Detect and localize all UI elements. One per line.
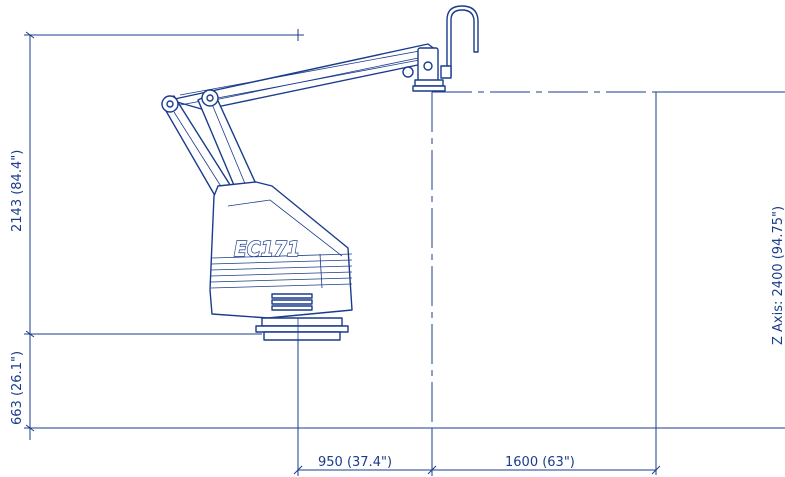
bottom-dimension-lines xyxy=(293,340,661,476)
work-envelope xyxy=(431,91,785,475)
robot-arm: EC171 xyxy=(161,5,479,341)
total-height-label: 2143 (84.4") xyxy=(10,150,25,232)
work-width-label: 1600 (63") xyxy=(505,455,575,470)
reach-offset-label: 950 (37.4") xyxy=(318,455,392,470)
base-height-label: 663 (26.1") xyxy=(10,351,25,425)
z-axis-label: Z Axis: 2400 (94.75") xyxy=(771,206,785,345)
model-logo: EC171 xyxy=(234,237,300,261)
left-dimension-lines xyxy=(24,29,785,440)
